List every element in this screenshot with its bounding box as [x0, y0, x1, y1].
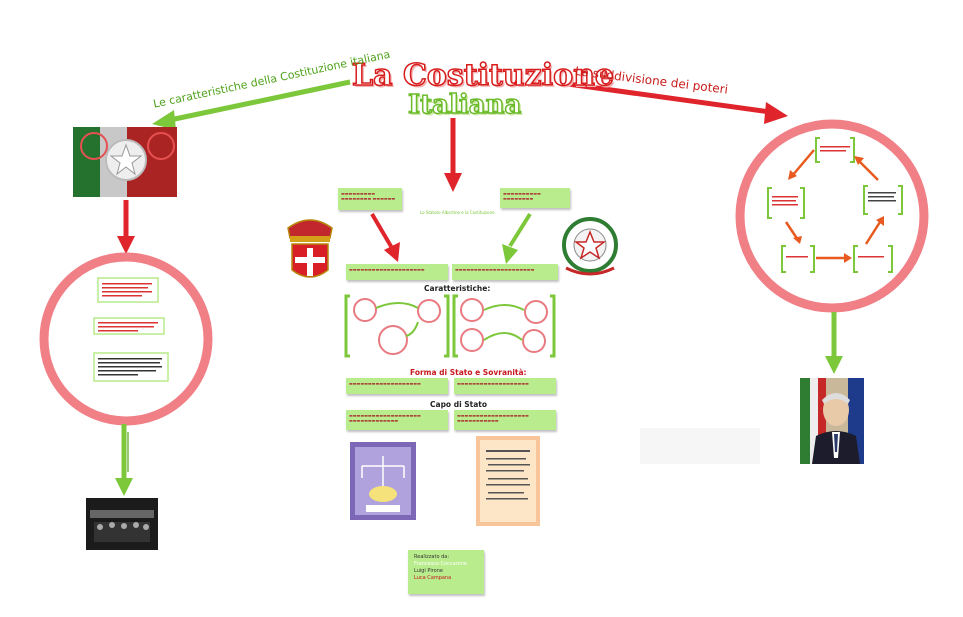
republic-emblem-image [562, 217, 618, 276]
section-capo-stato: Capo di Stato [430, 400, 488, 409]
arrow-note-left [370, 212, 400, 262]
arrow-flag-to-circle [117, 200, 135, 254]
note-capo-left[interactable]: ▬▬▬▬▬▬▬▬▬▬▬▬▬▬▬▬▬▬▬ ▬▬▬▬▬▬▬▬▬▬▬▬▬ [346, 410, 448, 430]
note-statuto[interactable]: ▬▬▬▬▬▬▬▬▬ ▬▬▬▬▬▬▬▬ ▬▬▬▬▬▬ [338, 188, 402, 210]
title-line-1: La Costituzione [351, 57, 615, 94]
caratteristiche-panel-right [452, 294, 556, 358]
president-photo [800, 378, 864, 464]
savoy-crest-image [287, 219, 333, 278]
section-forma-stato: Forma di Stato e Sovranità: [410, 368, 527, 377]
left-flag-image [73, 127, 177, 197]
credits-box[interactable]: Realizzato da: Francesco Coccarone Luigi… [408, 550, 484, 594]
left-circle-notes [93, 277, 169, 382]
assembly-photo [86, 498, 158, 550]
section-caratteristiche: Caratteristiche: [424, 284, 491, 293]
powers-cycle [767, 137, 903, 273]
background-blotch [640, 428, 760, 464]
right-circle [735, 119, 929, 313]
caption-small: Lo Statuto Albertino e la Costituzione [420, 210, 495, 215]
title-line-2: Italiana [407, 89, 522, 121]
arrow-to-center [444, 118, 462, 192]
arrow-note-right [502, 212, 532, 264]
statuto-diagram-image [350, 442, 416, 520]
arrow-to-left-branch [152, 79, 351, 130]
note-forma-left[interactable]: ▬▬▬▬▬▬▬▬▬▬▬▬▬▬▬▬▬▬▬ [346, 378, 448, 394]
note-capo-right[interactable]: ▬▬▬▬▬▬▬▬▬▬▬▬▬▬▬▬▬▬▬ ▬▬▬▬▬▬▬▬▬▬▬ [454, 410, 556, 430]
note-statuto-detail[interactable]: ▬▬▬▬▬▬▬▬▬▬▬▬▬▬▬▬▬▬▬▬ [346, 264, 448, 280]
arrow-to-right-branch [567, 81, 788, 124]
credits-name-2: Luigi Pirone [414, 568, 443, 574]
credits-name-1: Francesco Coccarone [414, 561, 467, 567]
note-costituzione[interactable]: ▬▬▬▬▬▬▬▬▬▬ ▬▬▬▬▬▬▬▬ [500, 188, 570, 208]
arrow-circle-to-photo [115, 424, 133, 496]
note-costituzione-detail[interactable]: ▬▬▬▬▬▬▬▬▬▬▬▬▬▬▬▬▬▬▬▬▬ [452, 264, 558, 280]
statuto-document-image [476, 436, 540, 526]
note-forma-right[interactable]: ▬▬▬▬▬▬▬▬▬▬▬▬▬▬▬▬▬▬▬ [454, 378, 556, 394]
credits-heading: Realizzato da: [414, 554, 450, 560]
arrow-right-circle-to-photo [825, 312, 843, 374]
caratteristiche-panel-left [344, 294, 450, 358]
credits-name-3: Luca Campana [414, 575, 452, 581]
